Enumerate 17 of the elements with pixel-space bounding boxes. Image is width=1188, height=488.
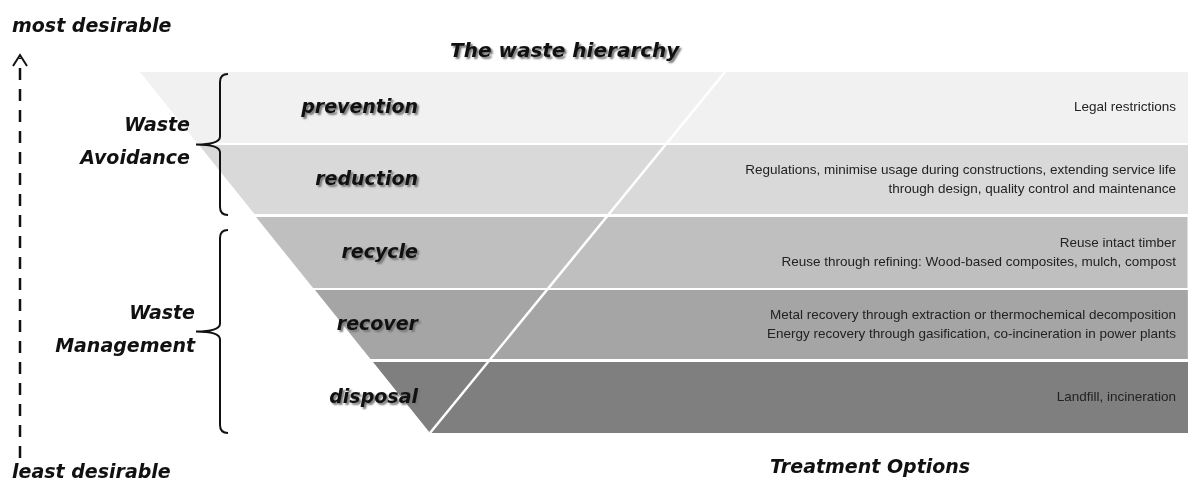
treatment-description: Energy recovery through gasification, co-incineration in power plants: [767, 324, 1176, 343]
treatment-description: Regulations, minimise usage during constructions, extending service life through design, quality control and maintenance: [744, 160, 1176, 198]
treatment-description: Legal restrictions: [1073, 98, 1176, 117]
group-label: Waste Avoidance: [78, 112, 190, 171]
treatment-description: Reuse through refining: Wood-based composites, mulch, compost: [781, 252, 1176, 271]
level-label: prevention: [301, 94, 418, 118]
group-label: Waste Management: [54, 300, 195, 359]
treatment-description: Reuse intact timber: [1059, 233, 1176, 252]
treatment-description: Landfill, incineration: [1056, 388, 1176, 407]
level-label: reduction: [315, 166, 418, 190]
level-label: disposal: [329, 384, 418, 408]
axis-label: Treatment Options: [770, 455, 971, 478]
diagram-title: The waste hierarchy: [450, 38, 680, 62]
scale-label: most desirable: [12, 14, 172, 37]
treatment-description: Metal recovery through extraction or thermochemical decomposition: [770, 305, 1176, 324]
scale-label: least desirable: [12, 460, 171, 483]
level-label: recycle: [341, 239, 418, 263]
